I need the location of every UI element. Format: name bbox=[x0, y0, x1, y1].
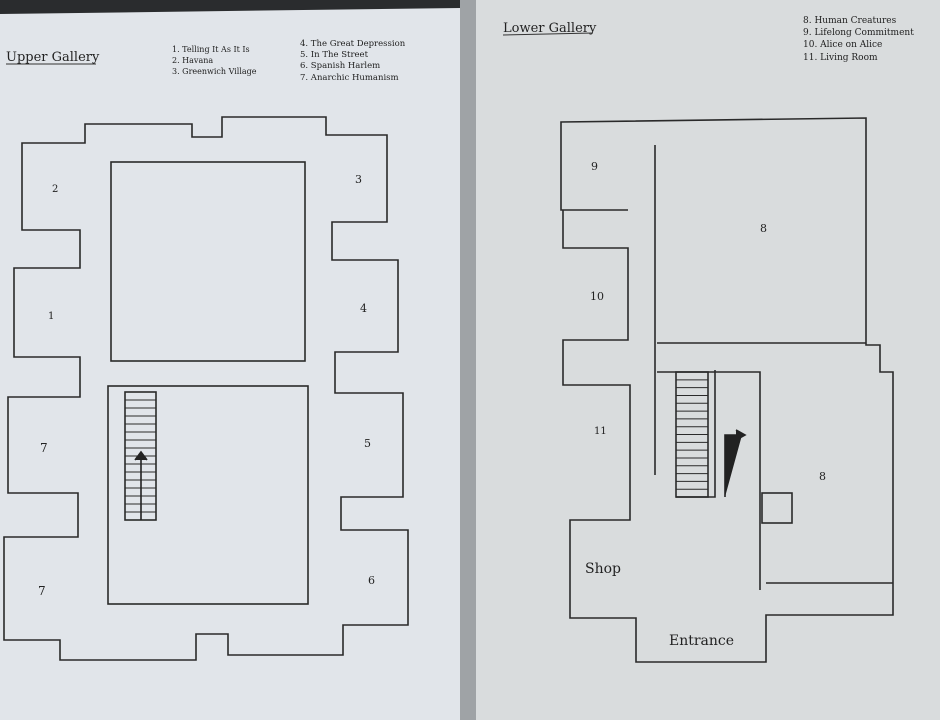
top-shadow bbox=[0, 0, 460, 14]
legend-item: 9. Lifelong Commitment bbox=[803, 28, 914, 38]
spine bbox=[460, 0, 476, 720]
room-label: 9 bbox=[591, 160, 598, 173]
legend-item: 11. Living Room bbox=[803, 53, 878, 63]
lower-small-box bbox=[761, 492, 793, 524]
room-label: 7 bbox=[40, 441, 48, 455]
legend-item: 6. Spanish Harlem bbox=[300, 61, 380, 71]
room-label: 10 bbox=[590, 290, 604, 303]
room-label: 1 bbox=[48, 311, 54, 322]
upper-inner-block bbox=[107, 385, 309, 605]
room-label-entrance: Entrance bbox=[669, 633, 734, 649]
room-label: 3 bbox=[355, 173, 362, 186]
room-label: 2 bbox=[52, 184, 58, 195]
room-label: 5 bbox=[364, 437, 371, 450]
room-label: 8 bbox=[760, 222, 767, 235]
title-underline bbox=[502, 32, 594, 36]
upper-gallery-outline bbox=[3, 116, 409, 661]
room-label: 7 bbox=[38, 584, 46, 598]
arrow-up-icon bbox=[134, 450, 148, 520]
left-page bbox=[0, 0, 462, 720]
lower-title: Lower Gallery bbox=[503, 21, 597, 36]
legend-item: 3. Greenwich Village bbox=[172, 67, 257, 76]
lower-gallery-outline bbox=[560, 117, 894, 663]
legend-item: 10. Alice on Alice bbox=[803, 40, 882, 50]
arrow-right-icon bbox=[724, 429, 747, 497]
room-label-shop: Shop bbox=[585, 561, 621, 577]
legend-item: 1. Telling It As It Is bbox=[172, 45, 250, 54]
legend-item: 8. Human Creatures bbox=[803, 16, 897, 26]
right-page bbox=[474, 0, 940, 720]
lower-walls bbox=[654, 145, 893, 590]
legend-item: 2. Havana bbox=[172, 56, 213, 65]
upper-title: Upper Gallery bbox=[6, 50, 100, 65]
legend-item: 4. The Great Depression bbox=[300, 39, 406, 49]
upper-inner-block bbox=[110, 161, 306, 362]
room-label: 4 bbox=[360, 302, 367, 315]
room-label: 6 bbox=[368, 574, 375, 587]
legend-item: 5. In The Street bbox=[300, 50, 369, 60]
legend-item: 7. Anarchic Humanism bbox=[300, 73, 399, 83]
room-label: 8 bbox=[819, 470, 826, 483]
room-label: 11 bbox=[594, 426, 607, 437]
lower-stairs bbox=[675, 371, 709, 498]
